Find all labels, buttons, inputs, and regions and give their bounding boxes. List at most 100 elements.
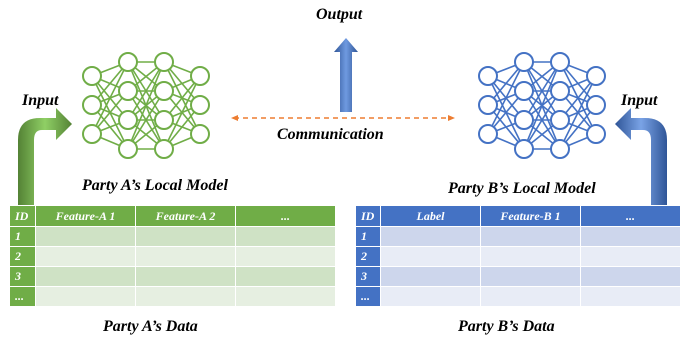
network-node bbox=[82, 66, 102, 86]
table-header-row: ID Feature-A 1 Feature-A 2 ... bbox=[9, 205, 336, 227]
row-id-cell: 3 bbox=[9, 266, 36, 287]
party-a-data-label: Party A’s Data bbox=[103, 318, 198, 335]
network-node bbox=[154, 139, 174, 159]
network-edge bbox=[127, 61, 165, 121]
table-row: 2 bbox=[355, 246, 681, 267]
data-cell bbox=[380, 286, 481, 307]
data-cell bbox=[35, 266, 136, 287]
header-cell: ... bbox=[235, 205, 336, 227]
network-edge bbox=[91, 61, 129, 135]
network-node bbox=[118, 81, 138, 101]
data-cell bbox=[235, 246, 336, 267]
party-a-neural-network-icon bbox=[82, 52, 210, 159]
data-cell bbox=[35, 226, 136, 247]
table-row: 2 bbox=[9, 246, 336, 267]
party-b-model-label: Party B’s Local Model bbox=[448, 180, 596, 197]
data-cell bbox=[580, 286, 681, 307]
table-row: 3 bbox=[9, 266, 336, 287]
network-node bbox=[550, 110, 570, 130]
party-a-input-label: Input bbox=[22, 92, 59, 109]
network-node bbox=[118, 110, 138, 130]
network-node bbox=[478, 66, 498, 86]
data-cell bbox=[135, 246, 236, 267]
data-cell bbox=[135, 286, 236, 307]
network-node bbox=[190, 95, 210, 115]
output-label: Output bbox=[316, 6, 363, 23]
party-b-input-label: Input bbox=[621, 92, 658, 109]
data-cell bbox=[480, 286, 581, 307]
header-cell: Feature-A 1 bbox=[35, 205, 136, 227]
network-node bbox=[190, 66, 210, 86]
data-cell bbox=[480, 226, 581, 247]
data-cell bbox=[35, 286, 136, 307]
network-node bbox=[190, 124, 210, 144]
network-node bbox=[478, 95, 498, 115]
network-node bbox=[550, 139, 570, 159]
data-cell bbox=[380, 266, 481, 287]
table-row: ... bbox=[9, 286, 336, 307]
network-node bbox=[514, 52, 534, 72]
network-edge bbox=[559, 75, 597, 150]
party-a-model-label: Party A’s Local Model bbox=[82, 177, 228, 194]
data-cell bbox=[380, 246, 481, 267]
data-cell bbox=[235, 286, 336, 307]
table-row: 1 bbox=[355, 226, 681, 247]
network-node bbox=[514, 81, 534, 101]
header-cell: ID bbox=[355, 205, 381, 227]
data-cell bbox=[580, 266, 681, 287]
network-node bbox=[154, 81, 174, 101]
party-b-data-label: Party B’s Data bbox=[458, 318, 555, 335]
network-node bbox=[550, 52, 570, 72]
network-edge bbox=[127, 90, 165, 150]
network-edge bbox=[523, 61, 561, 121]
network-node bbox=[514, 110, 534, 130]
data-cell bbox=[380, 226, 481, 247]
party-a-data-table: ID Feature-A 1 Feature-A 2 ... 1 2 3 ... bbox=[9, 205, 336, 307]
network-node bbox=[586, 95, 606, 115]
data-cell bbox=[235, 266, 336, 287]
network-node bbox=[550, 81, 570, 101]
table-row: 3 bbox=[355, 266, 681, 287]
network-node bbox=[514, 139, 534, 159]
network-node bbox=[586, 124, 606, 144]
network-node bbox=[118, 139, 138, 159]
network-node bbox=[82, 124, 102, 144]
network-node bbox=[82, 95, 102, 115]
network-node bbox=[154, 52, 174, 72]
network-node bbox=[586, 66, 606, 86]
party-b-data-table: ID Label Feature-B 1 ... 1 2 3 ... bbox=[355, 205, 681, 307]
data-cell bbox=[480, 266, 581, 287]
party-b-neural-network-icon bbox=[478, 52, 606, 159]
row-id-cell: 3 bbox=[355, 266, 381, 287]
row-id-cell: 2 bbox=[9, 246, 36, 267]
header-cell: Feature-A 2 bbox=[135, 205, 236, 227]
data-cell bbox=[580, 246, 681, 267]
data-cell bbox=[580, 226, 681, 247]
row-id-cell: ... bbox=[355, 286, 381, 307]
header-cell: ... bbox=[580, 205, 681, 227]
row-id-cell: ... bbox=[9, 286, 36, 307]
data-cell bbox=[35, 246, 136, 267]
row-id-cell: 1 bbox=[9, 226, 36, 247]
network-node bbox=[478, 124, 498, 144]
network-node bbox=[154, 110, 174, 130]
row-id-cell: 2 bbox=[355, 246, 381, 267]
network-edge bbox=[487, 61, 525, 135]
table-row: 1 bbox=[9, 226, 336, 247]
network-node bbox=[118, 52, 138, 72]
network-edge bbox=[523, 61, 561, 150]
data-cell bbox=[135, 226, 236, 247]
network-edge bbox=[523, 90, 561, 150]
output-arrow bbox=[334, 38, 358, 112]
table-header-row: ID Label Feature-B 1 ... bbox=[355, 205, 681, 227]
table-row: ... bbox=[355, 286, 681, 307]
row-id-cell: 1 bbox=[355, 226, 381, 247]
data-cell bbox=[235, 226, 336, 247]
header-cell: Label bbox=[380, 205, 481, 227]
header-cell: Feature-B 1 bbox=[480, 205, 581, 227]
party-b-input-arrow bbox=[615, 108, 667, 205]
data-cell bbox=[480, 246, 581, 267]
data-cell bbox=[135, 266, 236, 287]
network-edge bbox=[127, 61, 165, 150]
